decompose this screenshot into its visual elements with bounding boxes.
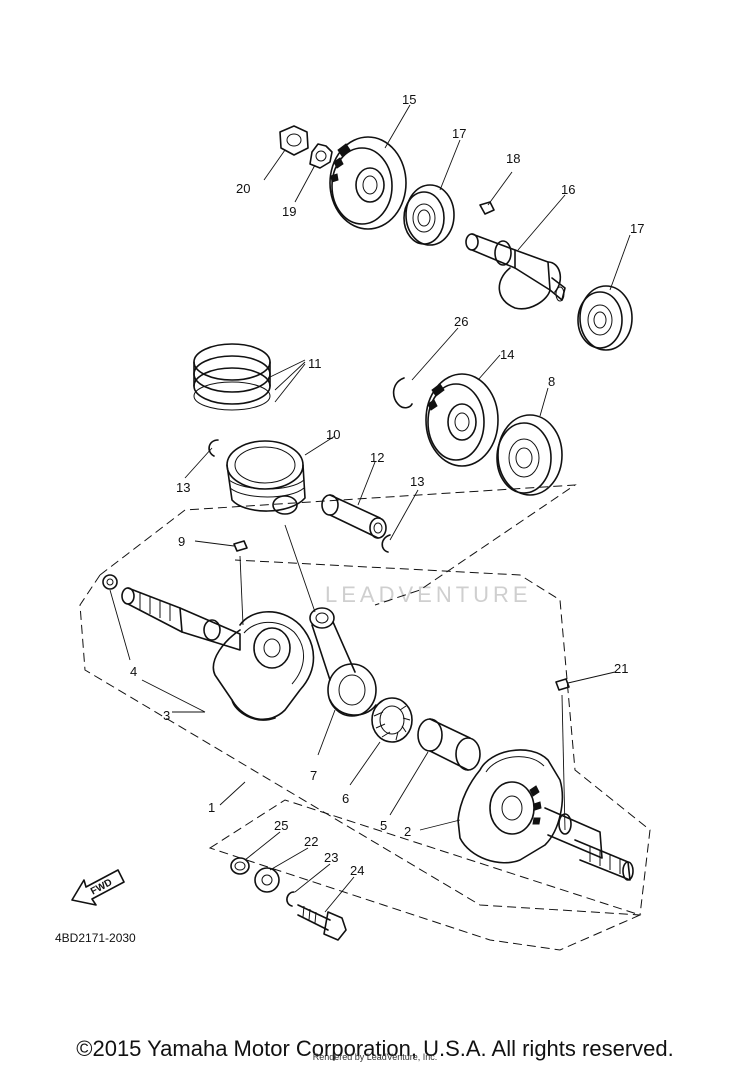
piston-10 — [226, 440, 306, 515]
callout-8: 8 — [548, 374, 555, 389]
o-ring-25 — [230, 857, 250, 875]
bearing-8 — [496, 414, 563, 496]
washer-22 — [254, 867, 280, 893]
callout-2: 2 — [404, 824, 411, 839]
bearing-17-right — [577, 285, 633, 351]
piston-rings-11 — [193, 343, 271, 411]
piston-pin-12 — [321, 494, 387, 539]
callout-12: 12 — [370, 450, 384, 465]
balancer-shaft-16 — [465, 233, 566, 310]
callout-24: 24 — [350, 863, 364, 878]
gear-14 — [425, 373, 499, 467]
woodruff-key-18 — [479, 201, 495, 215]
forward-arrow-icon: FWD — [71, 869, 125, 906]
bearing-17-upper — [403, 184, 455, 246]
lock-washer-19 — [309, 143, 333, 169]
callout-10: 10 — [326, 427, 340, 442]
callout-labels: 1 2 3 4 5 6 7 8 9 10 11 12 13 13 14 15 1… — [130, 92, 644, 878]
callout-16: 16 — [561, 182, 575, 197]
connecting-rod-7 — [309, 607, 377, 717]
callout-13-left: 13 — [176, 480, 190, 495]
watermark: LEADVENTURE — [325, 582, 532, 607]
callout-11: 11 — [308, 356, 322, 371]
callout-19: 19 — [282, 204, 296, 219]
callout-14: 14 — [500, 347, 514, 362]
crank-left-3 — [121, 587, 315, 721]
woodruff-key-21 — [555, 678, 570, 691]
leader-lines — [109, 104, 631, 913]
callout-9: 9 — [178, 534, 185, 549]
gear-15 — [329, 136, 407, 230]
woodruff-key-9 — [233, 540, 248, 552]
washer-4 — [102, 574, 118, 590]
callout-23: 23 — [324, 850, 338, 865]
callout-7: 7 — [310, 768, 317, 783]
callout-21: 21 — [614, 661, 628, 676]
crank-pin-5 — [417, 718, 481, 771]
piston-pin-clip-13-right — [381, 534, 391, 553]
callout-5: 5 — [380, 818, 387, 833]
callout-25: 25 — [274, 818, 288, 833]
circlip-26 — [392, 377, 413, 409]
nut-20 — [279, 125, 309, 156]
copyright-notice: ©2015 Yamaha Motor Corporation, U.S.A. A… — [76, 1036, 674, 1061]
lock-washer-23 — [286, 891, 295, 907]
callout-4: 4 — [130, 664, 137, 679]
rendered-by-credit: Rendered by LeadVenture, Inc. — [312, 1052, 438, 1062]
crankshaft-group-outline — [79, 559, 651, 916]
crankshaft-assembly-outline — [99, 484, 577, 606]
callout-22: 22 — [304, 834, 318, 849]
callout-6: 6 — [342, 791, 349, 806]
callout-1: 1 — [208, 800, 215, 815]
crank-right-2 — [457, 749, 634, 881]
callout-20: 20 — [236, 181, 250, 196]
bolt-group-outline — [208, 799, 642, 951]
callout-17-upper: 17 — [452, 126, 466, 141]
piston-pin-clip-13-left — [208, 439, 219, 457]
needle-bearing-6 — [371, 697, 413, 743]
callout-17-right: 17 — [630, 221, 644, 236]
bolt-24 — [297, 904, 347, 941]
callout-3: 3 — [163, 708, 170, 723]
callout-13-right: 13 — [410, 474, 424, 489]
drawing-code: 4BD2171-2030 — [55, 931, 136, 945]
callout-15: 15 — [402, 92, 416, 107]
callout-18: 18 — [506, 151, 520, 166]
callout-26: 26 — [454, 314, 468, 329]
